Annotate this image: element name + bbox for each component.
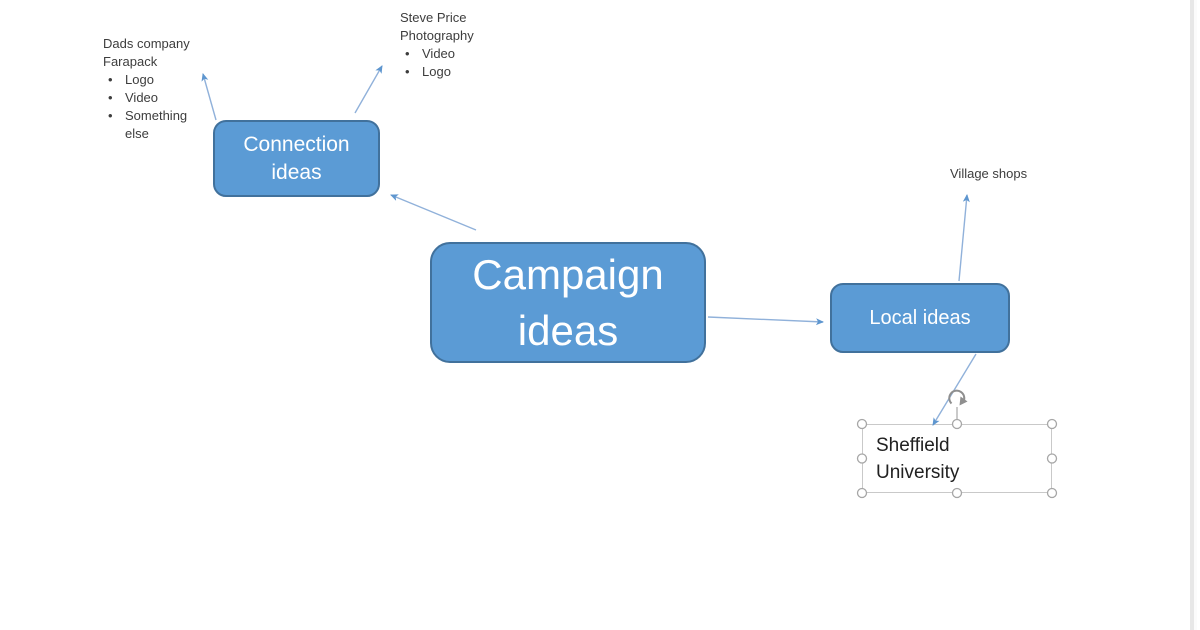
note-dads-company[interactable]: Dads company Farapack Logo Video Somethi…: [103, 35, 203, 143]
note-title-line: Steve Price: [400, 10, 467, 25]
note-village-shops[interactable]: Village shops: [950, 165, 1060, 183]
textbox-line: Sheffield: [876, 435, 950, 456]
node-label-line: ideas: [517, 306, 619, 354]
selection-handle-bottom-right[interactable]: [1046, 487, 1058, 499]
note-title-line: Village shops: [950, 166, 1028, 181]
selection-handle-top-right[interactable]: [1046, 418, 1058, 430]
bullet-list: Logo Video Something else: [103, 71, 203, 143]
note-title-line: Farapack: [103, 54, 158, 69]
selection-handle-mid-right[interactable]: [1046, 453, 1058, 464]
selection-handle-top-left[interactable]: [856, 418, 868, 430]
note-title-line: Dads company: [103, 36, 190, 51]
node-label-line: ideas: [271, 160, 322, 184]
note-steve-price[interactable]: Steve Price Photography Video Logo: [400, 9, 510, 81]
bullet-item: Video: [103, 89, 203, 107]
rotate-handle-icon[interactable]: [948, 389, 968, 423]
connector-campaign-to-local[interactable]: [707, 316, 824, 326]
node-local-ideas[interactable]: Local ideas: [830, 283, 1010, 353]
node-label-line: Local ideas: [869, 307, 971, 329]
node-label-line: Connection: [243, 132, 350, 156]
connector-connection-to-dads[interactable]: [201, 73, 217, 121]
selection-handles: [856, 418, 1058, 499]
bullet-item: Logo: [400, 63, 510, 81]
textbox-line: University: [876, 462, 960, 483]
connector-campaign-to-connection[interactable]: [390, 194, 477, 231]
node-label-line: Campaign: [472, 250, 664, 298]
node-connection-ideas[interactable]: Connection ideas: [213, 120, 380, 197]
connector-connection-to-steve[interactable]: [354, 65, 383, 114]
node-campaign-ideas[interactable]: Campaign ideas: [430, 242, 706, 363]
selection-handle-bottom-center[interactable]: [951, 487, 963, 499]
bullet-list: Video Logo: [400, 45, 510, 81]
bullet-item: Something else: [103, 107, 203, 143]
connector-local-to-village[interactable]: [958, 194, 970, 282]
selection-handle-top-center[interactable]: [951, 418, 963, 430]
bullet-item: Video: [400, 45, 510, 63]
bullet-item: Logo: [103, 71, 203, 89]
connector-local-to-sheffield[interactable]: [932, 353, 977, 426]
note-title-line: Photography: [400, 28, 474, 43]
selection-handle-mid-left[interactable]: [856, 453, 868, 464]
selection-handle-bottom-left[interactable]: [856, 487, 868, 499]
scrollbar[interactable]: [1190, 0, 1197, 630]
